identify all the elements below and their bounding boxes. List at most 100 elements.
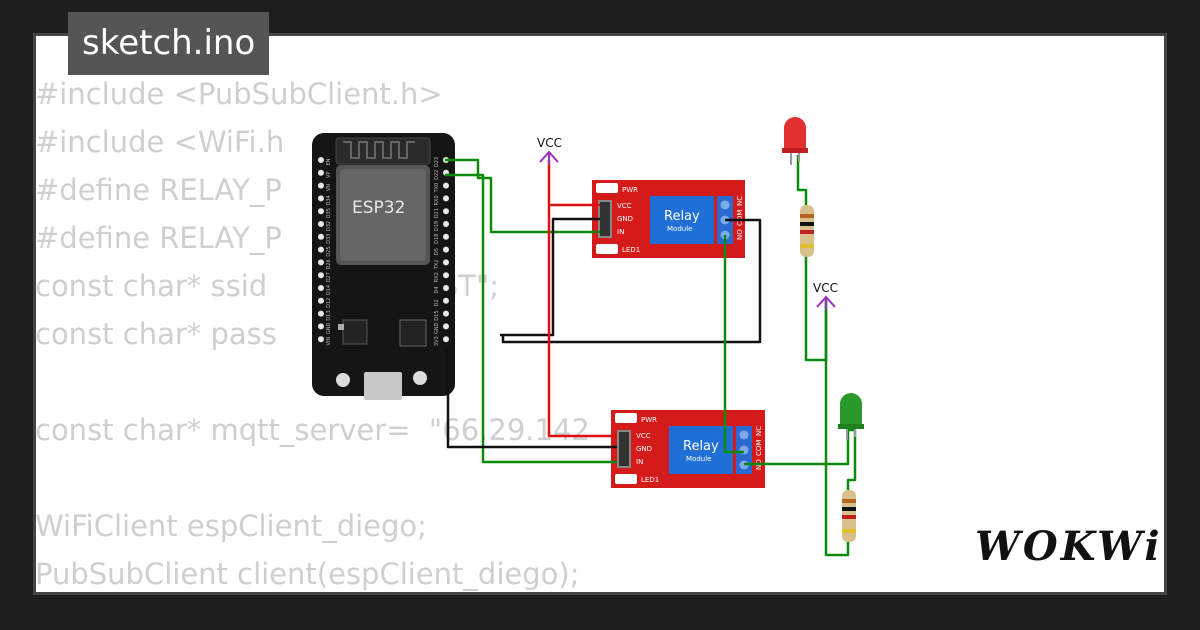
vcc-symbol-right: VCC (813, 281, 838, 310)
relay-top-terminal-com: COM (736, 210, 744, 226)
relay-bottom-terminal-nc: NC (755, 426, 763, 436)
esp32-pin-label: D5 (434, 248, 440, 255)
relay-bottom-pwr-label: PWR (641, 416, 657, 424)
esp32-pin[interactable] (318, 272, 324, 279)
esp32-pin-label: D19 (434, 221, 440, 231)
esp32-pin-label: D35 (326, 208, 332, 218)
code-line: #define RELAY_P (35, 221, 282, 255)
esp32-chip-label: ESP32 (352, 198, 405, 218)
esp32-pin[interactable] (443, 272, 449, 279)
esp32-pin-label: GND (434, 323, 440, 335)
esp32-pin[interactable] (443, 208, 449, 215)
code-line: const char* mqtt_server= "66.29.142 (35, 413, 590, 447)
esp32-pin[interactable] (443, 195, 449, 202)
esp32-pin-label: D13 (326, 310, 332, 320)
relay-top-pin-in: IN (617, 228, 624, 236)
relay-module-top[interactable]: PWR LED1 VCC GND IN Relay Module NO COM … (592, 180, 745, 258)
esp32-right-pins: D23D22TX0RX0D21D19D18D5TX2RX2D4D2D15GND3… (434, 157, 449, 346)
code-line: #define RELAY_P (35, 173, 282, 207)
esp32-pin[interactable] (318, 323, 324, 330)
esp32-pin-label: D32 (326, 221, 332, 231)
wokwi-logo: WOKWi (975, 523, 1163, 570)
esp32-pin-label: EN (326, 158, 332, 165)
esp32-pin[interactable] (443, 297, 449, 304)
esp32-pin[interactable] (318, 297, 324, 304)
esp32-pin[interactable] (318, 221, 324, 227)
esp32-pin-label: RX2 (434, 272, 440, 282)
relay-bottom-title: Relay (683, 439, 719, 454)
esp32-pin-label: RX0 (434, 195, 440, 205)
esp32-pin[interactable] (443, 233, 449, 240)
esp32-pin-label: D21 (434, 208, 440, 218)
esp32-board[interactable]: ESP32 ENVPVND34D35D32D33D25D26D27D14D12D… (312, 133, 455, 400)
esp32-pin-label: D34 (326, 195, 332, 205)
relay-bottom-subtitle: Module (686, 455, 711, 463)
relay-module-bottom[interactable]: PWR LED1 VCC GND IN Relay Module NO COM … (611, 410, 765, 488)
esp32-pin[interactable] (443, 221, 449, 227)
esp32-pin[interactable] (318, 195, 324, 202)
vcc-label-b: VCC (813, 281, 838, 295)
esp32-pin-label: D12 (326, 298, 332, 308)
esp32-pin[interactable] (443, 259, 449, 266)
relay-top-pin-vcc: VCC (617, 202, 632, 210)
esp32-pin[interactable] (318, 208, 324, 215)
esp32-pin-label: D2 (434, 299, 440, 306)
resistor-top[interactable] (800, 205, 814, 257)
esp32-pin-label: D22 (434, 170, 440, 180)
esp32-pin[interactable] (443, 182, 449, 189)
esp32-pin[interactable] (318, 246, 324, 253)
voltage-regulator (342, 319, 368, 345)
relay-top-pwr-label: PWR (622, 186, 638, 194)
esp32-pin[interactable] (443, 310, 449, 317)
relay-top-pin-gnd: GND (617, 215, 633, 223)
esp32-pin[interactable] (318, 169, 324, 176)
esp32-pin-label: D25 (326, 246, 332, 256)
boot-button[interactable] (336, 373, 350, 387)
esp32-pin[interactable] (318, 310, 324, 317)
reset-button[interactable] (413, 371, 427, 385)
esp32-pin-label: TX0 (434, 183, 440, 194)
esp32-pin[interactable] (318, 285, 324, 291)
esp32-pin[interactable] (443, 246, 449, 253)
esp32-pin[interactable] (318, 259, 324, 266)
relay-bottom-pin-in: IN (636, 458, 643, 466)
relay-top-led-label: LED1 (622, 246, 640, 254)
esp32-pin-label: VN (326, 184, 332, 191)
esp32-pin[interactable] (443, 336, 449, 343)
esp32-pin-label: 3V3 (434, 336, 440, 346)
esp32-pin-label: VIN (326, 337, 332, 346)
code-line: #include <PubSubClient.h> (35, 77, 443, 111)
esp32-pin[interactable] (318, 336, 324, 343)
code-line: WiFiClient espClient_diego; (35, 509, 427, 543)
red-led[interactable] (782, 117, 808, 165)
usb-port (364, 372, 402, 400)
esp32-pin-label: TX2 (434, 260, 440, 271)
code-line: const char* pass (35, 317, 277, 351)
esp32-pin-label: D27 (326, 272, 332, 282)
resistor-bottom[interactable] (842, 490, 856, 542)
esp32-pin[interactable] (443, 323, 449, 330)
esp32-pin-label: D14 (326, 285, 332, 295)
esp32-pin-label: D4 (434, 286, 440, 293)
relay-bottom-pin-vcc: VCC (636, 432, 651, 440)
esp32-pin-label: D23 (434, 157, 440, 167)
esp32-pin-label: D33 (326, 234, 332, 244)
relay-top-subtitle: Module (667, 225, 692, 233)
esp32-pin-label: D26 (326, 259, 332, 269)
vcc-label-a: VCC (537, 136, 562, 150)
esp32-pin-label: GND (326, 323, 332, 335)
esp32-pin[interactable] (443, 285, 449, 291)
relay-top-terminal-nc: NC (736, 196, 744, 206)
vcc-symbol-top: VCC (537, 136, 562, 165)
esp32-pin[interactable] (318, 233, 324, 240)
usb-chip (399, 319, 427, 347)
esp32-pin-label: D15 (434, 310, 440, 320)
esp32-pin[interactable] (318, 157, 324, 163)
file-tab[interactable]: sketch.ino (68, 12, 270, 75)
esp32-pin[interactable] (318, 182, 324, 189)
relay-bottom-terminal-com: COM (755, 440, 763, 456)
esp32-pin-label: VP (326, 172, 332, 178)
green-led[interactable] (838, 393, 864, 440)
wires (445, 155, 857, 557)
